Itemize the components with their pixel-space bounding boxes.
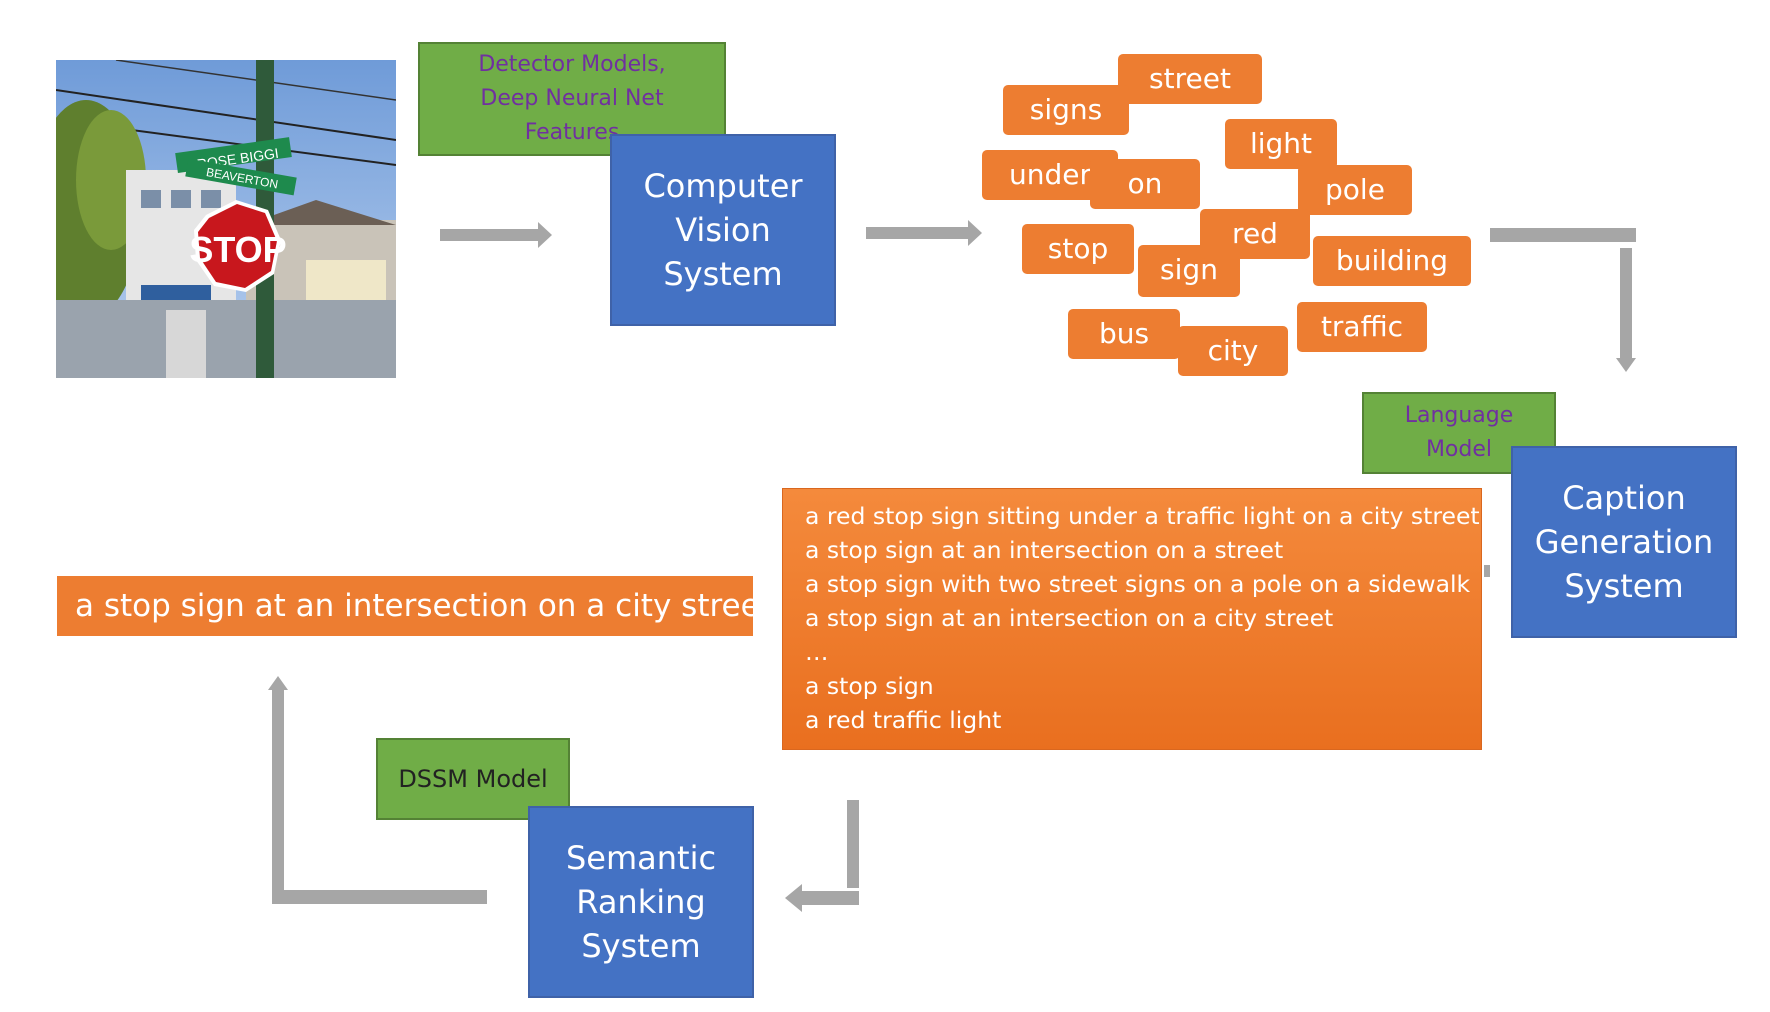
caption-generation-title-line-3: System — [1564, 567, 1684, 605]
caption-candidate: a stop sign — [805, 672, 934, 700]
word-chip: stop — [1022, 224, 1134, 274]
dssm-model-label: DSSM Model — [376, 738, 570, 820]
final-caption: a stop sign at an intersection on a city… — [57, 576, 772, 636]
detector-models-label-line-2: Deep Neural Net — [480, 86, 664, 111]
computer-vision-title-line-2: Vision — [675, 211, 771, 249]
word-chip: light — [1225, 119, 1337, 169]
computer-vision-title-line-1: Computer — [643, 167, 803, 205]
word-chip: red — [1200, 209, 1310, 259]
semantic-ranking-title-line-3: System — [581, 927, 701, 965]
computer-vision-system-box: Computer Vision System — [610, 134, 836, 326]
semantic-ranking-system-box: Semantic Ranking System — [528, 806, 754, 998]
caption-candidate-ellipsis: … — [805, 638, 829, 666]
word-chip: on — [1090, 159, 1200, 209]
caption-candidate: a red stop sign sitting under a traffic … — [805, 502, 1480, 530]
detector-models-label-line-1: Detector Models, — [478, 52, 666, 77]
word-chip: pole — [1298, 165, 1412, 215]
caption-candidate: a stop sign at an intersection on a city… — [805, 604, 1334, 632]
stop-sign-text: STOP — [189, 229, 286, 270]
caption-generation-title-line-2: Generation — [1534, 523, 1714, 561]
word-chip: city — [1178, 326, 1288, 376]
caption-candidate: a stop sign with two street signs on a p… — [805, 570, 1471, 598]
caption-generation-system-box: Caption Generation System — [1511, 446, 1737, 638]
word-chip: bus — [1068, 309, 1180, 359]
semantic-ranking-title-line-2: Ranking — [576, 883, 706, 921]
word-chip: signs — [1003, 85, 1129, 135]
language-model-label-line-1: Language — [1404, 403, 1514, 428]
word-chip: sign — [1138, 245, 1240, 297]
word-chip: traffic — [1297, 302, 1427, 352]
caption-candidate: a stop sign at an intersection on a stre… — [805, 536, 1284, 564]
caption-generation-title-line-1: Caption — [1562, 479, 1686, 517]
computer-vision-title-line-3: System — [663, 255, 783, 293]
caption-candidate: a red traffic light — [805, 706, 1002, 734]
word-chip: building — [1313, 236, 1471, 286]
word-chip: street — [1118, 54, 1262, 104]
detector-models-label-line-3: Features — [524, 120, 620, 145]
dssm-model-label-text: DSSM Model — [398, 765, 548, 793]
caption-candidates-list: a red stop sign sitting under a traffic … — [782, 488, 1482, 750]
language-model-label-line-2: Model — [1425, 437, 1493, 462]
input-photo: ROSE BIGGI BEAVERTON STOP — [56, 60, 396, 378]
semantic-ranking-title-line-1: Semantic — [565, 839, 717, 877]
